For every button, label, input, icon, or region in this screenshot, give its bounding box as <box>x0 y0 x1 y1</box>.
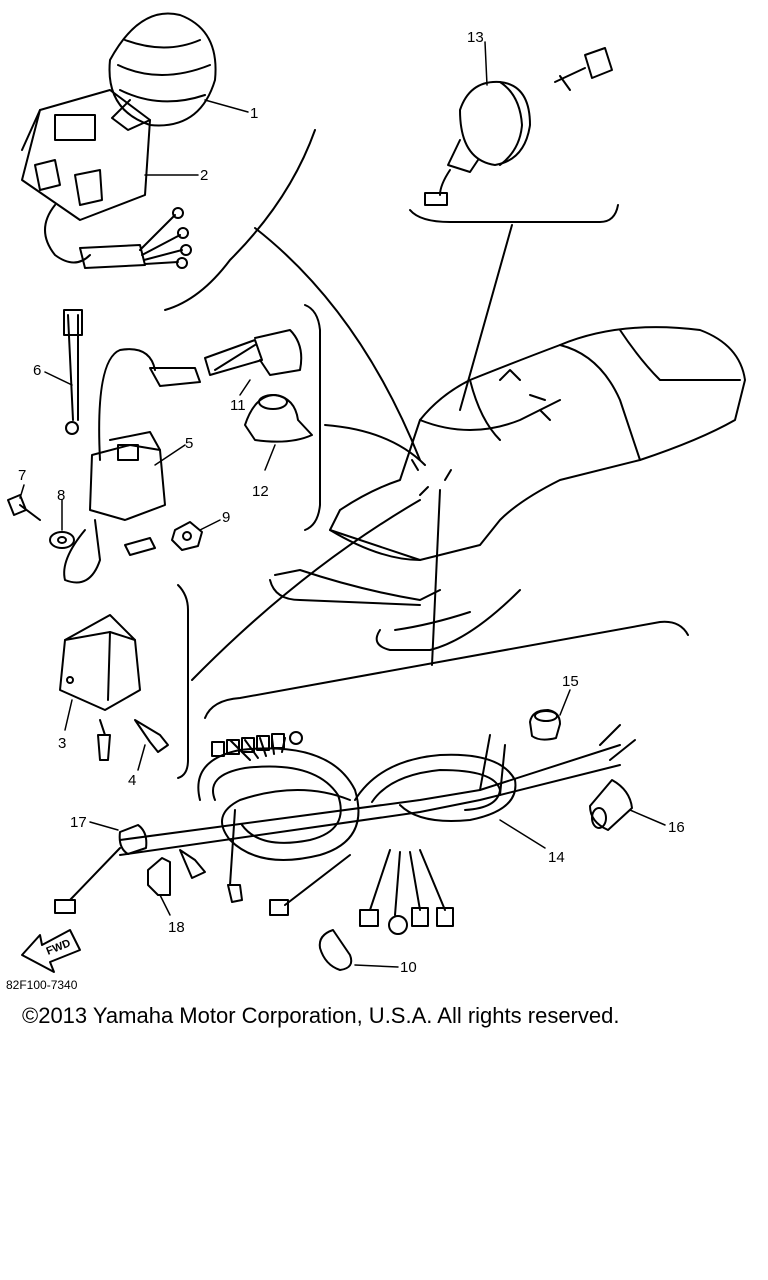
fwd-arrow-icon <box>21 929 81 973</box>
nut-9 <box>171 521 203 551</box>
callout-8: 8 <box>57 487 65 504</box>
cdi-unit-part <box>59 614 169 761</box>
washer-8 <box>49 531 75 549</box>
boot-12 <box>244 394 313 443</box>
callout-4: 4 <box>128 772 136 789</box>
callout-6: 6 <box>33 362 41 379</box>
snowmobile-outline <box>269 326 746 651</box>
callout-11: 11 <box>230 397 246 414</box>
wire-harness-part <box>54 724 636 935</box>
callout-13: 13 <box>467 29 484 46</box>
callout-3: 3 <box>58 735 66 752</box>
plug-cap-11 <box>214 344 256 371</box>
callout-14: 14 <box>548 849 565 866</box>
callout-15: 15 <box>562 673 579 690</box>
callout-10: 10 <box>400 959 417 976</box>
callout-16: 16 <box>668 819 685 836</box>
callout-18: 18 <box>168 919 185 936</box>
callout-labels: 1 2 3 4 5 6 7 8 9 10 11 12 13 14 15 16 1… <box>18 29 685 976</box>
cap-16 <box>589 779 633 831</box>
callout-12: 12 <box>252 483 269 500</box>
parts-diagram: FWD 1 2 3 4 5 6 7 8 9 10 11 12 13 14 <box>7 12 746 976</box>
tube-17 <box>118 824 148 855</box>
leader-coil <box>324 424 426 466</box>
leader-key-switch <box>459 224 513 411</box>
copyright-notice: ©2013 Yamaha Motor Corporation, U.S.A. A… <box>22 1003 620 1028</box>
divider-top-left <box>164 129 316 311</box>
clamp-18 <box>147 857 171 896</box>
leader-harness <box>431 489 441 666</box>
callout-17: 17 <box>70 814 87 831</box>
drawing-code: 82F100-7340 <box>6 978 78 992</box>
callout-5: 5 <box>185 435 193 452</box>
grommet-15 <box>529 709 561 741</box>
divider-harness <box>204 620 689 719</box>
switch-housing-part <box>21 89 192 269</box>
grip-part <box>108 12 217 131</box>
ignition-coil-part <box>63 309 303 584</box>
leader-cdi <box>191 499 421 681</box>
divider-coil-group <box>304 304 321 531</box>
callout-2: 2 <box>200 167 208 184</box>
divider-cdi <box>177 584 189 779</box>
callout-1: 1 <box>250 105 258 122</box>
callout-leaders <box>19 41 666 968</box>
leader-handlebar <box>254 227 421 461</box>
callout-7: 7 <box>18 467 26 484</box>
band-10 <box>318 929 353 971</box>
bolt-7 <box>7 494 41 521</box>
callout-9: 9 <box>222 509 230 526</box>
key-switch-part <box>424 47 613 206</box>
divider-key-switch <box>409 204 619 223</box>
